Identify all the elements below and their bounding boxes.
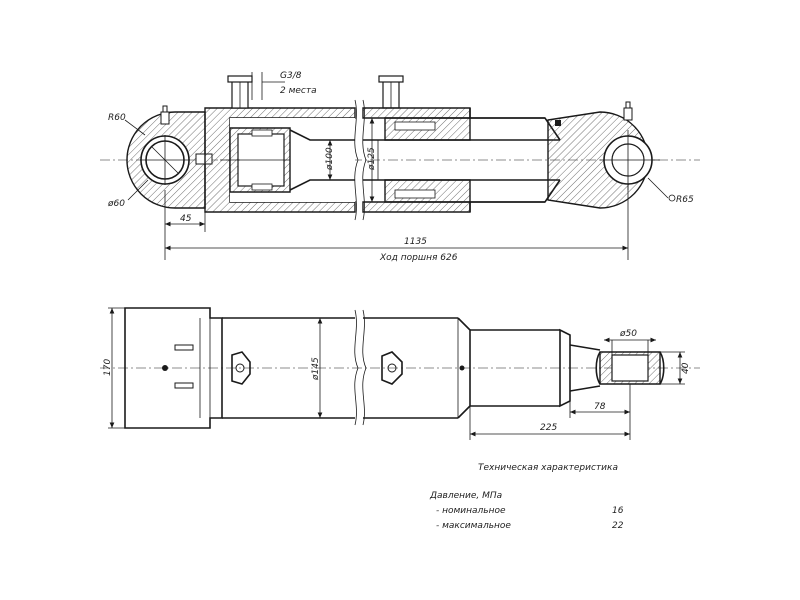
spec-row-label: - номинальное <box>436 506 506 516</box>
height-170-label: 170 <box>103 359 113 376</box>
radius-right-label: R65 <box>676 195 694 205</box>
diam-left-eye-label: ø60 <box>107 199 125 209</box>
plan-view: ø145 <box>100 307 700 440</box>
spec-row-value: 22 <box>612 521 624 531</box>
len-78-label: 78 <box>594 402 606 412</box>
break-line-1 <box>354 99 359 221</box>
diam-rod-label: ø100 <box>325 147 335 171</box>
port-left <box>227 75 253 109</box>
port-count: 2 места <box>280 86 317 96</box>
plan-barrel-left: ø145 <box>222 317 355 419</box>
width-40-label: 40 <box>681 362 691 374</box>
plan-barrel-right <box>363 317 471 419</box>
len-225-label: 225 <box>540 423 557 433</box>
spec-row-value: 16 <box>612 506 624 516</box>
section-view: G3/8 2 места R60 ø60 ø100 ø125 R65 45 <box>100 71 700 263</box>
right-eye-mount <box>547 101 660 209</box>
left-eye-mount <box>126 105 213 209</box>
plan-break-2 <box>362 309 367 426</box>
radius-left-label: R60 <box>108 113 126 123</box>
diam-body-label: ø145 <box>311 357 321 381</box>
offset-45-label: 45 <box>180 214 192 224</box>
diam-pin-label: ø50 <box>619 329 637 339</box>
spec-row-label: - максимальное <box>436 521 511 531</box>
barrel-left <box>204 107 356 213</box>
diam-bore-label: ø125 <box>367 147 377 171</box>
spec-pressure-label: Давление, МПа <box>429 491 502 501</box>
port-right <box>378 75 404 109</box>
spec-title: Техническая характеристика <box>478 463 618 473</box>
dimensions-top: G3/8 2 места R60 ø60 ø100 ø125 R65 45 <box>107 71 694 263</box>
stroke-label: Ход поршня 626 <box>379 253 458 263</box>
overall-length-label: 1135 <box>404 237 427 247</box>
spec-block: Техническая характеристика Давление, МПа… <box>429 463 624 531</box>
port-label: G3/8 <box>280 71 302 81</box>
plan-break-1 <box>354 309 359 426</box>
plan-rod-eye <box>595 351 665 385</box>
dimensions-bottom: 170 ø50 40 78 225 <box>103 307 691 440</box>
